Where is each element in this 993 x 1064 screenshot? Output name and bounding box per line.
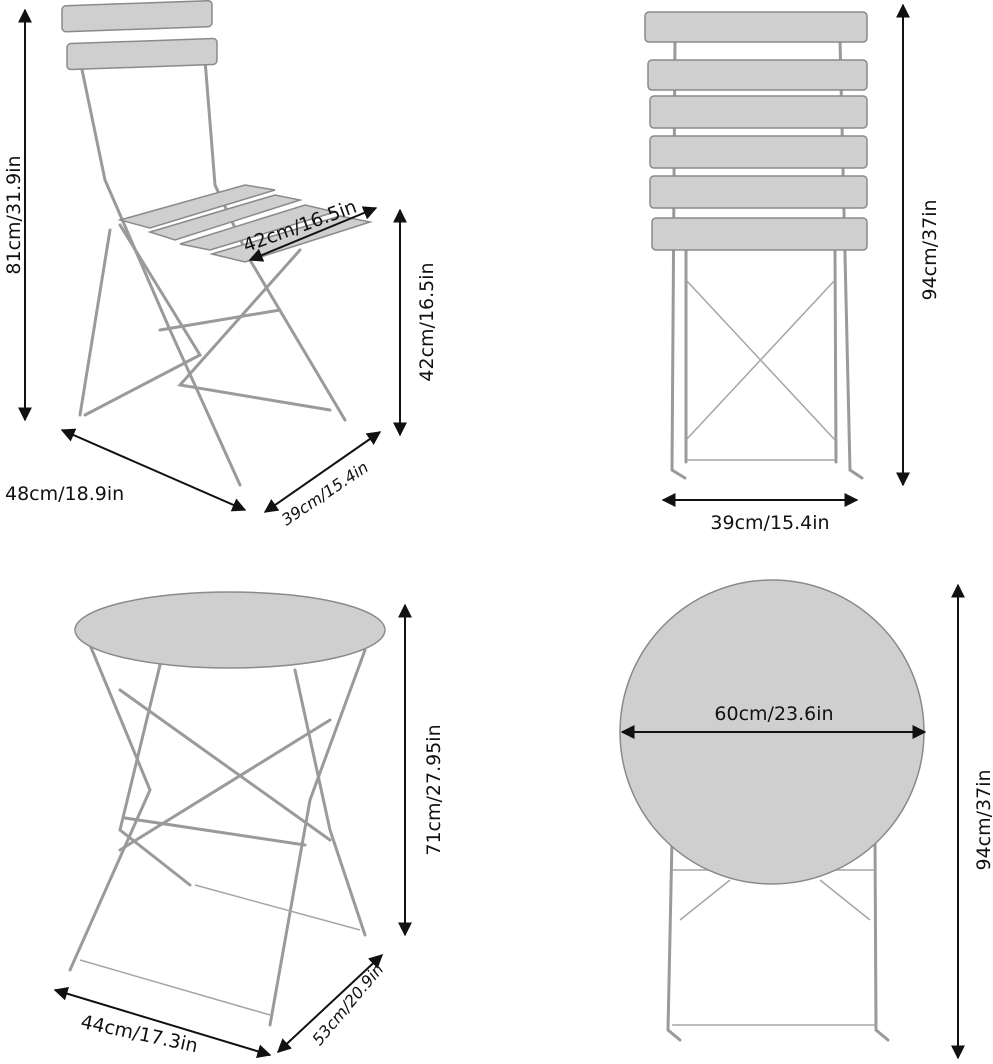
seat-height-label: 42cm/16.5in bbox=[416, 262, 438, 381]
folded-table-height-label: 94cm/37in bbox=[973, 769, 993, 870]
table-folded-illustration bbox=[619, 579, 925, 1042]
chair-open-dimensions: 81cm/31.9in 42cm/16.5in 42cm/16.5in 48cm… bbox=[3, 8, 438, 529]
table-folded-dimensions: 60cm/23.6in 94cm/37in bbox=[620, 583, 993, 1060]
table-width-label: 44cm/17.3in bbox=[79, 1011, 200, 1057]
chair-folded-dimensions: 94cm/37in 39cm/15.4in bbox=[661, 3, 941, 534]
table-open-illustration bbox=[68, 591, 386, 1027]
chair-width-label: 48cm/18.9in bbox=[5, 483, 124, 505]
table-height-label: 71cm/27.95in bbox=[423, 724, 445, 855]
chair-height-label: 81cm/31.9in bbox=[3, 155, 25, 274]
table-open-dimensions: 71cm/27.95in 44cm/17.3in 53cm/20.9in bbox=[53, 603, 445, 1059]
table-diameter-label: 60cm/23.6in bbox=[714, 703, 833, 725]
folded-chair-height-label: 94cm/37in bbox=[919, 199, 941, 300]
chair-open-illustration bbox=[61, 0, 373, 487]
folded-chair-width-label: 39cm/15.4in bbox=[710, 512, 829, 534]
chair-folded-illustration bbox=[644, 11, 868, 480]
table-depth-label: 53cm/20.9in bbox=[308, 960, 387, 1049]
